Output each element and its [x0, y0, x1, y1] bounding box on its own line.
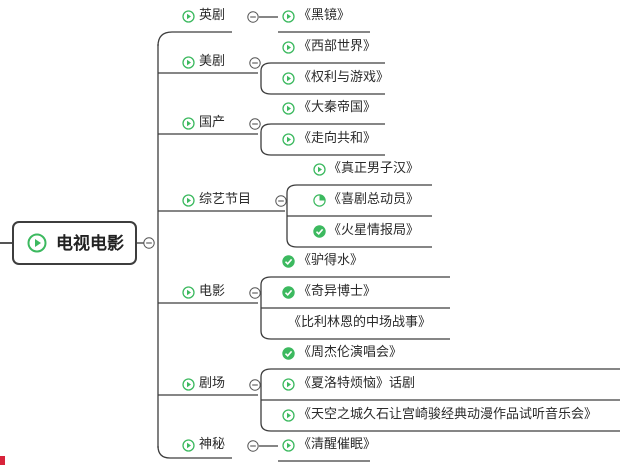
play-icon [282, 102, 295, 115]
play-icon [182, 194, 195, 207]
leaf-item-label[interactable]: 《奇异博士》 [298, 284, 377, 299]
play-icon [282, 133, 295, 146]
incoming-connector [0, 242, 12, 244]
play-icon [27, 233, 47, 253]
collapse-toggle-icon[interactable] [249, 118, 261, 130]
category-label[interactable]: 综艺节目 [199, 192, 252, 207]
collapse-toggle-icon[interactable] [143, 237, 155, 249]
progress-icon [313, 194, 326, 207]
category-label[interactable]: 剧场 [199, 376, 226, 391]
check-icon [282, 286, 295, 299]
play-icon [282, 439, 295, 452]
play-icon [313, 163, 326, 176]
leaf-item-label[interactable]: 《周杰伦演唱会》 [298, 345, 403, 360]
collapse-toggle-icon[interactable] [249, 57, 261, 69]
check-icon [282, 255, 295, 268]
leaf-item-label[interactable]: 《夏洛特烦恼》话剧 [298, 376, 416, 391]
category-label[interactable]: 神秘 [199, 437, 226, 452]
category-label[interactable]: 电影 [199, 284, 226, 299]
leaf-item-label[interactable]: 《权利与游戏》 [298, 70, 390, 85]
play-icon [182, 286, 195, 299]
play-icon [182, 10, 195, 23]
category-label[interactable]: 美剧 [199, 54, 226, 69]
collapse-toggle-icon[interactable] [249, 379, 261, 391]
play-icon [182, 439, 195, 452]
leaf-item-label[interactable]: 《走向共和》 [298, 131, 377, 146]
leaf-item-label[interactable]: 《真正男子汉》 [328, 161, 420, 176]
root-node[interactable]: 电视电影 [12, 221, 137, 265]
root-label: 电视电影 [56, 234, 124, 254]
collapse-toggle-icon[interactable] [249, 287, 261, 299]
play-icon [282, 378, 295, 391]
leaf-item-label[interactable]: 《大秦帝国》 [298, 100, 377, 115]
play-icon [282, 409, 295, 422]
leaf-item-label[interactable]: 《天空之城久石让宫崎骏经典动漫作品试听音乐会》 [298, 407, 598, 422]
play-icon [282, 41, 295, 54]
collapse-toggle-icon[interactable] [275, 195, 287, 207]
check-icon [282, 347, 295, 360]
leaf-item-label[interactable]: 《黑镜》 [298, 8, 351, 23]
leaf-item-label[interactable]: 《西部世界》 [298, 39, 377, 54]
play-icon [182, 378, 195, 391]
leaf-item-label[interactable]: 《比利林恩的中场战事》 [288, 315, 432, 330]
collapse-toggle-icon[interactable] [247, 11, 259, 23]
category-label[interactable]: 国产 [199, 115, 226, 130]
play-icon [182, 56, 195, 69]
check-icon [313, 225, 326, 238]
leaf-item-label[interactable]: 《驴得水》 [298, 253, 364, 268]
category-label[interactable]: 英剧 [199, 8, 226, 23]
leaf-item-label[interactable]: 《清醒催眠》 [298, 437, 377, 452]
leaf-item-label[interactable]: 《喜剧总动员》 [328, 192, 420, 207]
collapse-toggle-icon[interactable] [247, 440, 259, 452]
play-icon [282, 10, 295, 23]
play-icon [182, 117, 195, 130]
leaf-item-label[interactable]: 《火星情报局》 [328, 223, 420, 238]
play-icon [282, 72, 295, 85]
edge-marker [0, 456, 5, 465]
